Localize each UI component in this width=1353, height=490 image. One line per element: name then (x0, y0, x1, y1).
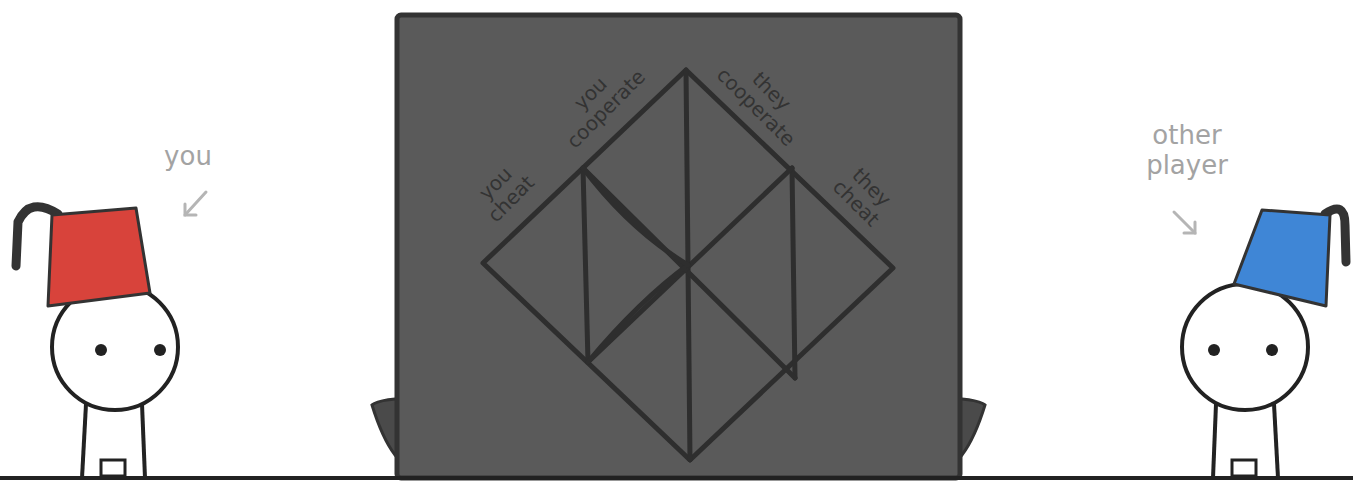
ground-line (0, 476, 1353, 480)
payoff-machine: you cheatyou cooperate they cooperatethey… (397, 15, 960, 478)
choice-label: you cheat (461, 149, 544, 232)
pointer-arrow (185, 192, 1195, 233)
player-red (16, 207, 178, 478)
choice-label: they cheat (822, 153, 905, 236)
player-blue (1182, 209, 1346, 478)
player-label: other player (1117, 120, 1257, 180)
player-label: you (148, 141, 228, 171)
payoff-diamond (483, 70, 893, 460)
choice-label: you cooperate (539, 42, 656, 159)
machine-body (397, 15, 960, 478)
choice-label: they cooperate (705, 40, 822, 157)
